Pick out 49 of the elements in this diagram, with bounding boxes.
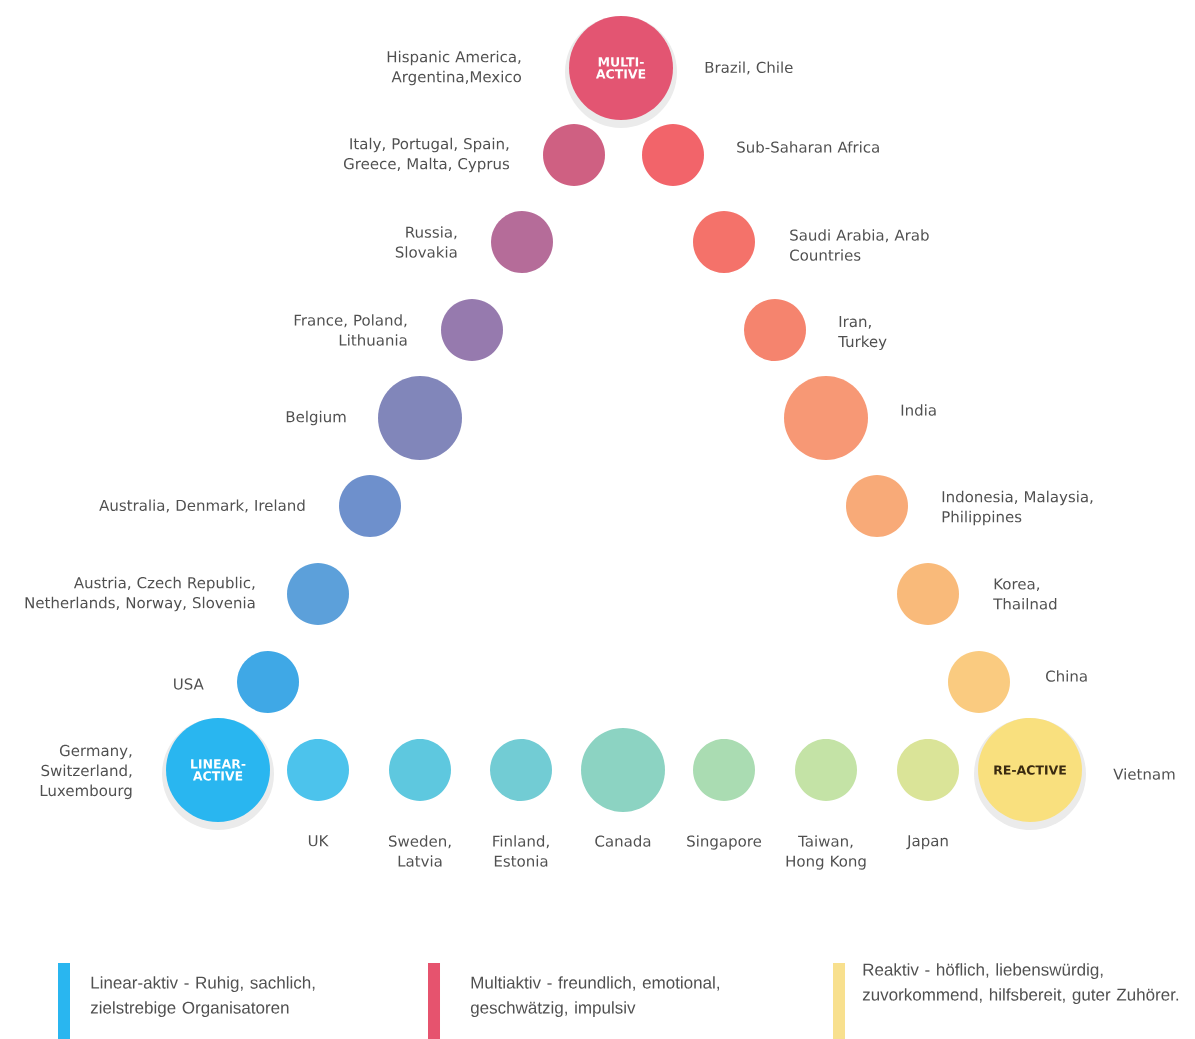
legend-text: Reaktiv - höflich, liebenswürdig, zuvorkommend, hilfsbereit, guter Zuhörer. bbox=[862, 963, 1179, 1005]
country-label: Australia, Denmark, Ireland bbox=[99, 499, 305, 513]
circle bbox=[897, 563, 959, 625]
country-label: Austria, Czech Republic, Netherlands, Norway, Slovenia bbox=[25, 576, 255, 612]
country-label: Hispanic America, Argentina,Mexico bbox=[387, 50, 521, 86]
country-label: Japan bbox=[906, 835, 948, 850]
circle bbox=[389, 739, 451, 801]
country-label: Belgium bbox=[286, 410, 346, 426]
circle bbox=[642, 124, 704, 186]
country-label: Korea, Thailnad bbox=[993, 578, 1057, 610]
country-label: Taiwan, Hong Kong bbox=[786, 835, 866, 870]
legend-text: Multiaktiv - freundlich, emotional, geschwätzig, impulsiv bbox=[470, 976, 719, 1018]
country-label: UK bbox=[308, 835, 329, 847]
circle bbox=[693, 739, 755, 801]
circle bbox=[441, 299, 503, 361]
legend-text: Linear-aktiv - Ruhig, sachlich, zielstrebige Organisatoren bbox=[90, 976, 315, 1018]
country-label: Saudi Arabia, Arab Countries bbox=[790, 229, 929, 261]
country-label: Russia, Slovakia bbox=[395, 226, 457, 258]
circle bbox=[287, 739, 349, 801]
country-label: Indonesia, Malaysia, Philippines bbox=[942, 490, 1093, 526]
country-label: USA bbox=[174, 678, 204, 690]
circle bbox=[846, 475, 908, 537]
circle bbox=[490, 739, 552, 801]
country-label: Singapore bbox=[687, 835, 762, 850]
circle bbox=[237, 651, 299, 713]
circle bbox=[378, 376, 462, 460]
country-label: Brazil, Chile bbox=[705, 61, 793, 75]
country-label: Sub-Saharan Africa bbox=[737, 141, 879, 153]
country-label: Iran, Turkey bbox=[838, 316, 887, 351]
country-label: Vietnam bbox=[1113, 768, 1175, 780]
country-label: China bbox=[1046, 670, 1087, 682]
country-label: Sweden, Latvia bbox=[388, 835, 451, 867]
country-label: India bbox=[901, 404, 936, 416]
circle bbox=[491, 211, 553, 273]
circle bbox=[744, 299, 806, 361]
country-label: Finland, Estonia bbox=[493, 835, 549, 867]
country-label: Italy, Portugal, Spain, Greece, Malta, Cyprus bbox=[344, 137, 510, 173]
country-label: Germany, Switzerland, Luxembourg bbox=[40, 744, 132, 800]
circle bbox=[581, 728, 665, 812]
circle bbox=[287, 563, 349, 625]
country-label: Canada bbox=[595, 835, 651, 847]
circle bbox=[543, 124, 605, 186]
circle bbox=[795, 739, 857, 801]
circle bbox=[693, 211, 755, 273]
country-label: France, Poland, Lithuania bbox=[294, 314, 407, 346]
circle bbox=[339, 475, 401, 537]
circle bbox=[948, 651, 1010, 713]
circle bbox=[897, 739, 959, 801]
circle bbox=[784, 376, 868, 460]
